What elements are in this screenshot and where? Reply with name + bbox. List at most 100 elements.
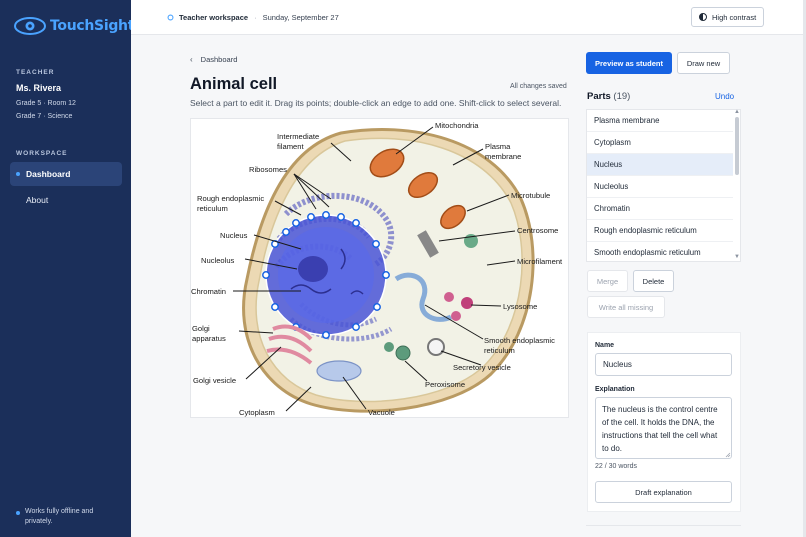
offline-note: Works fully offline and privately. (16, 507, 121, 527)
location-pin-icon (167, 14, 174, 21)
nav-item-label: About (26, 195, 49, 205)
lysosome-shape (451, 311, 461, 321)
peroxisome-shape (395, 345, 411, 361)
leader-lines (233, 126, 516, 412)
parts-list[interactable]: Plasma membrane Cytoplasm Nucleus Nucleo… (586, 109, 741, 262)
golgi-shape (266, 324, 313, 365)
resize-handle-icon[interactable] (725, 452, 731, 458)
label-nucleus: Nucleus (220, 231, 248, 240)
secretory-vesicle-shape (427, 338, 445, 356)
label-rough-er: reticulum (197, 204, 228, 213)
list-item[interactable]: Chromatin (587, 198, 733, 220)
teacher-name: Ms. Rivera (16, 83, 62, 93)
nav-item-about[interactable]: About (10, 188, 122, 212)
parts-count: (19) (613, 91, 631, 102)
draft-explanation-button[interactable]: Draft explanation (595, 481, 732, 503)
offline-text: Works fully offline and privately. (25, 508, 94, 525)
list-item[interactable]: Cytoplasm (587, 132, 733, 154)
app-logo[interactable]: TouchSight (14, 16, 134, 36)
diagram-canvas[interactable]: Intermediate filament Mitochondria Plasm… (190, 118, 569, 418)
word-count: 22 / 30 words (595, 463, 638, 470)
draw-new-button[interactable]: Draw new (677, 52, 730, 74)
label-ribosomes: Ribosomes (249, 165, 287, 174)
save-status: All changes saved (510, 83, 567, 90)
label-chromatin: Chromatin (191, 287, 226, 296)
contrast-icon (699, 13, 707, 21)
sidebar: TouchSight TEACHER Ms. Rivera Grade 5 · … (0, 0, 134, 537)
nucleolus-shape (298, 256, 328, 282)
label-secretory-vesicle: Secretory vesicle (453, 363, 511, 372)
top-bar: Teacher workspace · Sunday, September 27… (131, 0, 803, 35)
lysosome-shape (461, 297, 473, 309)
nav-item-dashboard[interactable]: Dashboard (10, 162, 122, 186)
label-cytoplasm: Cytoplasm (239, 408, 275, 417)
label-intermediate-filament: filament (277, 142, 304, 151)
scroll-up-icon[interactable]: ▲ (734, 109, 740, 115)
vesicle-shape (384, 342, 394, 352)
vacuole-shape (316, 360, 362, 382)
label-golgi-apparatus: Golgi (192, 324, 210, 333)
label-microtubule: Microtubule (511, 191, 550, 200)
status-dot-icon (16, 511, 20, 515)
label-nucleolus: Nucleolus (201, 256, 235, 265)
chromatin-shape (290, 248, 364, 295)
label-smooth-er: Smooth endoplasmic (484, 336, 555, 345)
workspace-heading: WORKSPACE (16, 150, 68, 157)
mitochondrion-shape (369, 148, 405, 178)
mitochondrion-shape (440, 204, 466, 230)
separator: · (254, 13, 257, 22)
class-item: Grade 7 · Science (16, 113, 73, 120)
nav-item-label: Dashboard (26, 169, 71, 179)
workspace-name: Teacher workspace (179, 13, 249, 22)
explanation-label: Explanation (595, 386, 635, 393)
label-smooth-er: reticulum (484, 346, 515, 355)
page-scrollbar[interactable] (803, 0, 806, 537)
mitochondrion-shape (407, 171, 439, 199)
eye-logo-icon (14, 17, 46, 35)
edit-hint: Select a part to edit it. Drag its point… (190, 98, 562, 108)
list-item[interactable]: Nucleus (587, 154, 733, 176)
label-golgi-vesicle: Golgi vesicle (193, 376, 236, 385)
list-item[interactable]: Smooth endoplasmic reticulum (587, 242, 733, 261)
smooth-er-shape (394, 272, 453, 322)
list-item[interactable]: Nucleolus (587, 176, 733, 198)
app-name: TouchSight (50, 18, 135, 34)
label-plasma-membrane: membrane (485, 152, 521, 161)
class-item: Grade 5 · Room 12 (16, 100, 76, 107)
label-peroxisome: Peroxisome (425, 380, 465, 389)
explanation-field[interactable]: The nucleus is the control centre of the… (595, 397, 732, 459)
label-centrosome: Centrosome (517, 226, 558, 235)
label-lysosome: Lysosome (503, 302, 537, 311)
label-intermediate-filament: Intermediate (277, 132, 319, 141)
page-title: Animal cell (190, 75, 278, 93)
name-field[interactable] (595, 353, 732, 376)
list-item[interactable]: Plasma membrane (587, 110, 733, 132)
active-dot-icon (16, 172, 20, 176)
label-vacuole: Vacuole (368, 408, 395, 417)
breadcrumb[interactable]: ‹ Dashboard (190, 55, 237, 64)
chevron-left-icon: ‹ (190, 55, 193, 64)
high-contrast-button[interactable]: High contrast (691, 7, 764, 27)
delete-button[interactable]: Delete (633, 270, 674, 292)
preview-as-student-button[interactable]: Preview as student (586, 52, 672, 74)
teacher-heading: TEACHER (16, 69, 55, 76)
scroll-thumb[interactable] (735, 117, 739, 175)
breadcrumb-label: Dashboard (200, 55, 238, 64)
current-date: Sunday, September 27 (262, 13, 339, 22)
merge-button[interactable]: Merge (587, 270, 628, 292)
label-golgi-apparatus: apparatus (192, 334, 226, 343)
parts-scrollbar[interactable]: ▲ ▼ (734, 109, 741, 262)
label-plasma-membrane: Plasma (485, 142, 511, 151)
scroll-down-icon[interactable]: ▼ (734, 254, 740, 260)
label-rough-er: Rough endoplasmic (197, 194, 264, 203)
name-label: Name (595, 342, 615, 349)
centrosome-shape (417, 230, 439, 258)
list-item[interactable]: Rough endoplasmic reticulum (587, 220, 733, 242)
write-all-missing-button[interactable]: Write all missing (587, 296, 665, 318)
nucleus-handles (262, 211, 390, 339)
parts-heading: Parts (19) (587, 91, 630, 102)
undo-button[interactable]: Undo (715, 92, 735, 101)
lysosome-shape (444, 292, 454, 302)
animal-cell-diagram[interactable]: Intermediate filament Mitochondria Plasm… (191, 119, 570, 419)
workspace-indicator: Teacher workspace · Sunday, September 27 (167, 13, 339, 22)
